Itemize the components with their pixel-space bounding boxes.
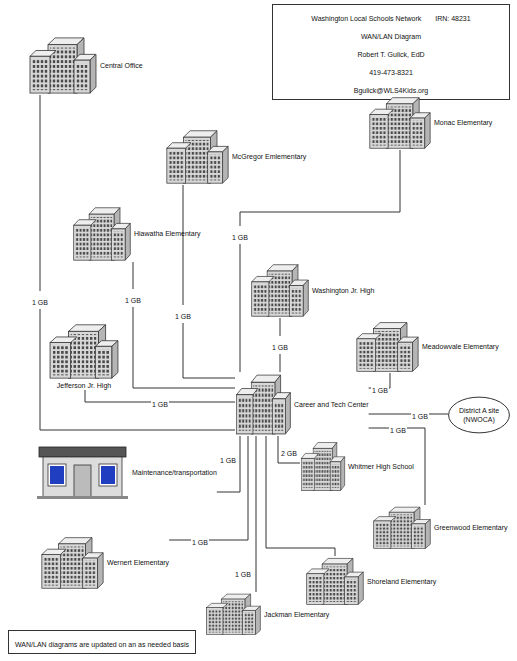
link-speed-patch: 1 GB bbox=[231, 226, 249, 244]
text-row: Bgulick@WLS4Kids.org bbox=[279, 79, 503, 97]
building-node: Whitmer High School bbox=[300, 440, 414, 492]
title-text: Robert T. Gulick, EdD bbox=[357, 51, 424, 58]
building-node: Jackman Elementary bbox=[205, 592, 329, 636]
building-icon bbox=[40, 535, 105, 590]
link-speed-patch: 1 GB bbox=[411, 405, 429, 423]
site-label: Hiawatha Elementary bbox=[134, 229, 201, 238]
site-label: Meadowvale Elementary bbox=[422, 342, 499, 351]
link-speed: 1 GB bbox=[232, 234, 248, 241]
link-speed: 1 GB bbox=[152, 401, 168, 408]
cloud-node: District A site (NWOCA) bbox=[448, 396, 510, 434]
link-speed-patch: 1 GB bbox=[151, 393, 169, 411]
building-icon bbox=[368, 95, 432, 150]
link-speed-patch: 1 GB bbox=[124, 289, 142, 307]
building-icon bbox=[305, 556, 365, 606]
link-speed-patch: 1 GB bbox=[371, 379, 389, 397]
link-speed-patch: 1 GB bbox=[191, 531, 209, 549]
site-label: Career and Tech Center bbox=[294, 400, 369, 409]
building-icon bbox=[355, 320, 420, 373]
link-speed: 1 GB bbox=[192, 539, 208, 546]
link-speed-patch: 2 GB bbox=[280, 442, 298, 460]
site-label: Greenwood Elementary bbox=[434, 523, 508, 532]
site-label: Jackman Elementary bbox=[264, 610, 329, 619]
garage-icon bbox=[35, 445, 130, 500]
site-label: Washington Jr. High bbox=[312, 286, 374, 295]
site-label: Monac Elementary bbox=[434, 118, 492, 127]
network-link bbox=[217, 436, 240, 492]
site-label: Central Office bbox=[100, 61, 143, 70]
text-row: 419-473-8321 bbox=[279, 61, 503, 79]
site-label: McGregor Emlementary bbox=[232, 152, 306, 161]
building-icon bbox=[28, 35, 98, 95]
title-text: Bgulick@WLS4Kids.org bbox=[354, 87, 428, 94]
building-node: Washington Jr. High bbox=[250, 262, 374, 318]
building-icon bbox=[372, 505, 432, 550]
building-node: Greenwood Elementary bbox=[372, 505, 508, 550]
link-speed: 1 GB bbox=[412, 413, 428, 420]
network-link bbox=[369, 414, 448, 415]
building-icon bbox=[205, 592, 262, 636]
site-label: Maintenance/transportation bbox=[132, 468, 217, 477]
building-node: Meadowvale Elementary bbox=[355, 320, 499, 373]
site-label: Whitmer High School bbox=[348, 462, 414, 471]
building-node: Monac Elementary bbox=[368, 95, 492, 150]
link-speed: 1 GB bbox=[372, 387, 388, 394]
building-icon bbox=[165, 128, 230, 185]
site-label: Shoreland Elementary bbox=[367, 577, 436, 586]
building-node: Wernert Elementary bbox=[40, 535, 169, 590]
network-link bbox=[183, 185, 235, 378]
building-icon bbox=[235, 372, 292, 436]
title-text: 419-473-8321 bbox=[369, 69, 413, 76]
title-text: IRN: 48231 bbox=[435, 15, 470, 22]
maintenance-node: Maintenance/transportation bbox=[35, 445, 217, 500]
link-speed: 1 GB bbox=[175, 313, 191, 320]
network-link bbox=[169, 436, 248, 540]
building-node: McGregor Emlementary bbox=[165, 128, 306, 185]
text-row: WAN/LAN Diagram bbox=[279, 25, 503, 43]
network-link bbox=[40, 95, 235, 430]
link-speed: 2 GB bbox=[281, 450, 297, 457]
link-speed-patch: 1 GB bbox=[271, 336, 289, 354]
link-speed-patch: 1 GB bbox=[31, 291, 49, 309]
text-row: Washington Local Schools Network IRN: 482… bbox=[279, 7, 503, 25]
link-speed-patch: 1 GB bbox=[389, 419, 407, 437]
text-row: Robert T. Gulick, EdD bbox=[279, 43, 503, 61]
network-link bbox=[278, 436, 300, 463]
building-node: Shoreland Elementary bbox=[305, 556, 436, 606]
link-speed: 1 GB bbox=[32, 299, 48, 306]
title-box: Washington Local Schools Network IRN: 482… bbox=[272, 4, 510, 100]
link-speed: 1 GB bbox=[390, 427, 406, 434]
building-node: Hiawatha Elementary bbox=[72, 205, 201, 262]
link-speed-patch: 1 GB bbox=[234, 563, 252, 581]
link-speed: 1 GB bbox=[235, 571, 251, 578]
link-speed-patch: 1 GB bbox=[219, 449, 237, 467]
link-speed-patch: 1 GB bbox=[174, 305, 192, 323]
building-icon bbox=[72, 205, 132, 262]
title-text: WAN/LAN Diagram bbox=[361, 33, 421, 40]
network-link bbox=[256, 436, 257, 592]
building-icon bbox=[300, 440, 346, 492]
hub-node: Career and Tech Center bbox=[235, 372, 369, 436]
building-node: Jefferson Jr. High bbox=[48, 322, 120, 390]
building-icon bbox=[250, 262, 310, 318]
note-text: WAN/LAN diagrams are updated on an as ne… bbox=[15, 641, 189, 648]
site-label: District A site (NWOCA) bbox=[455, 406, 503, 424]
site-label: Wernert Elementary bbox=[107, 558, 169, 567]
building-icon bbox=[48, 322, 120, 380]
site-label: Jefferson Jr. High bbox=[57, 381, 111, 390]
title-text: Washington Local Schools Network bbox=[311, 15, 421, 22]
cloud-outline bbox=[448, 396, 510, 434]
link-speed: 1 GB bbox=[125, 297, 141, 304]
link-speed: 1 GB bbox=[220, 457, 236, 464]
link-speed: 1 GB bbox=[272, 344, 288, 351]
note-box: WAN/LAN diagrams are updated on an as ne… bbox=[8, 630, 196, 654]
text-row: WAN/LAN diagrams are updated on an as ne… bbox=[15, 633, 189, 651]
building-node: Central Office bbox=[28, 35, 143, 95]
network-link bbox=[133, 262, 235, 388]
